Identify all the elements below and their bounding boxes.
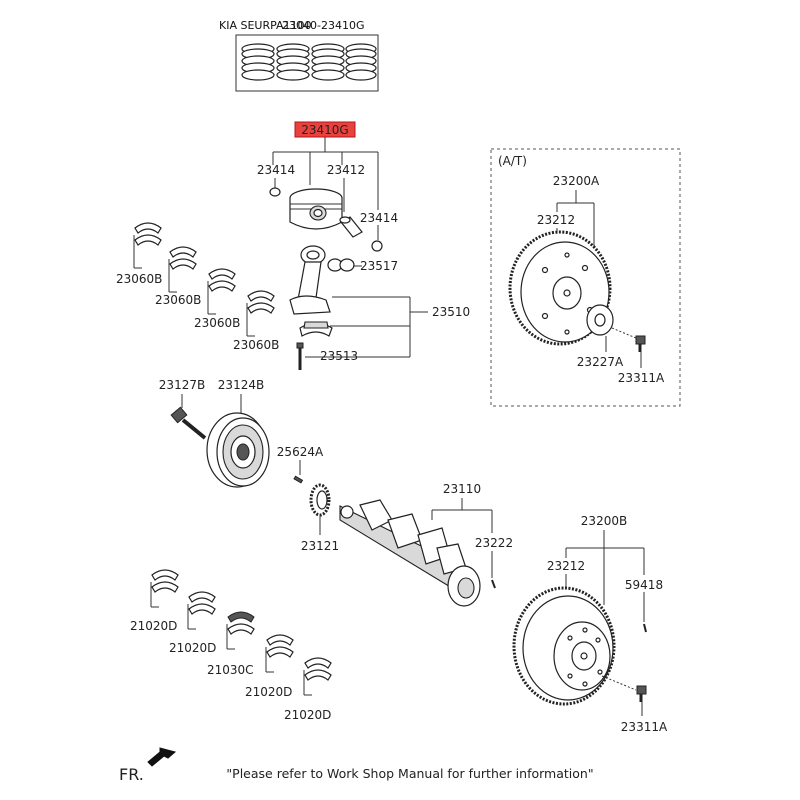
label-23200b: 23200B	[581, 514, 627, 528]
label-23124b: 23124B	[218, 378, 264, 392]
crank-pulley	[206, 412, 270, 488]
label-23414-left: 23414	[257, 163, 295, 177]
piston-pin	[339, 216, 363, 238]
dowel-pin	[491, 579, 496, 589]
label-23311a-top: 23311A	[618, 371, 665, 385]
leader-lines-rod	[305, 265, 428, 358]
flywheel-bolt-top	[635, 335, 646, 352]
rod-cap	[299, 321, 333, 337]
flywheel-pin	[643, 623, 647, 633]
kit-title-a: KIA SEURPA1100	[219, 19, 312, 32]
label-23212-bottom: 23212	[547, 559, 585, 573]
label-23060b-4: 23060B	[233, 338, 279, 352]
front-arrow-icon	[147, 747, 177, 767]
at-drive-plate-group: (A/T) 23200A 23212 23227A 23311A	[490, 148, 681, 407]
woodruff-key	[293, 475, 304, 484]
label-21020d-2: 21020D	[169, 641, 216, 655]
adapter-plate	[586, 304, 614, 336]
piston-ring-kit: KIA SEURPA1100 23040-23410G	[219, 19, 379, 92]
label-23127b: 23127B	[159, 378, 205, 392]
label-23227a: 23227A	[577, 355, 624, 369]
ring-set-icon	[241, 43, 377, 81]
footer-note: "Please refer to Work Shop Manual for fu…	[226, 766, 593, 781]
label-23110: 23110	[443, 482, 481, 496]
label-59418: 59418	[625, 578, 663, 592]
label-21020d-4: 21020D	[284, 708, 331, 722]
snap-ring-right	[371, 240, 383, 252]
crankshaft	[339, 499, 481, 607]
label-25624a: 25624A	[277, 445, 324, 459]
kit-title-b: 23040-23410G	[282, 19, 364, 32]
main-bearing-set	[150, 569, 332, 696]
label-23060b-1: 23060B	[116, 272, 162, 286]
leader-lines-piston	[272, 137, 379, 240]
label-21030c: 21030C	[207, 663, 254, 677]
label-23200a: 23200A	[553, 174, 600, 188]
crank-sprocket	[309, 483, 331, 517]
rod-bushing	[327, 258, 355, 272]
label-23414-right: 23414	[360, 211, 398, 225]
front-direction-indicator: FR.	[119, 747, 177, 784]
pulley-bolt	[170, 406, 207, 440]
label-23412: 23412	[327, 163, 365, 177]
label-21020d-1: 21020D	[130, 619, 177, 633]
flywheel-group: 23200B 23212 59418 23311A	[512, 514, 668, 734]
label-23222: 23222	[475, 536, 513, 550]
rod-bearing-set	[133, 222, 275, 337]
label-23513: 23513	[320, 349, 358, 363]
connecting-rod	[289, 245, 331, 315]
label-23212-top: 23212	[537, 213, 575, 227]
snap-ring-left	[269, 187, 281, 197]
label-23510: 23510	[432, 305, 470, 319]
piston	[289, 188, 343, 230]
label-23060b-3: 23060B	[194, 316, 240, 330]
label-23060b-2: 23060B	[155, 293, 201, 307]
flywheel	[512, 586, 616, 706]
flywheel-bolt-bottom	[636, 685, 647, 702]
highlight-part-number: 23410G	[301, 123, 348, 137]
label-23311a-bottom: 23311A	[621, 720, 668, 734]
drive-plate	[508, 230, 612, 346]
fr-label: FR.	[119, 765, 144, 784]
label-23517: 23517	[360, 259, 398, 273]
label-at: (A/T)	[498, 154, 527, 168]
rod-bolt	[296, 342, 304, 370]
label-21020d-3: 21020D	[245, 685, 292, 699]
piston-assembly-callout[interactable]: 23410G	[294, 121, 356, 138]
label-23121: 23121	[301, 539, 339, 553]
